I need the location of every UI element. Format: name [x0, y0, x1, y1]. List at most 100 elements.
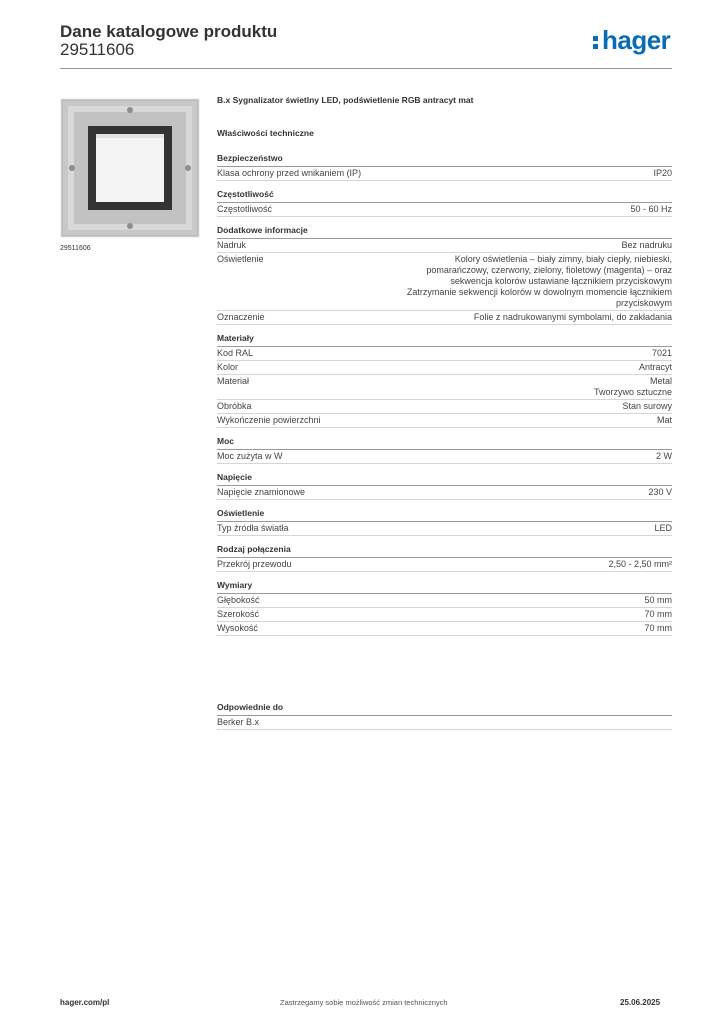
spec-key: Obróbka [217, 401, 252, 411]
spec-key: Oznaczenie [217, 312, 265, 322]
spec-row: Przekrój przewodu 2,50 - 2,50 mm² [217, 558, 672, 572]
spec-key: Szerokość [217, 609, 260, 619]
footer-date: 25.06.2025 [620, 998, 661, 1007]
spec-value: Stan surowy [367, 401, 672, 412]
spec-value-line: 70 mm [644, 623, 672, 633]
spec-row: Szerokość 70 mm [217, 608, 672, 622]
spec-value-line: IP20 [653, 168, 672, 178]
suitable-section: Odpowiednie do Berker B.x [217, 702, 672, 730]
spec-value: IP20 [367, 168, 672, 179]
spec-row: Wysokość 70 mm [217, 622, 672, 636]
logo-dots-icon [593, 34, 600, 50]
spec-key: Napięcie znamionowe [217, 487, 306, 497]
spec-value-line: 50 mm [644, 595, 672, 605]
spec-value: Kolory oświetlenia – biały zimny, biały … [367, 254, 672, 309]
spec-value-line: Tworzywo sztuczne [593, 387, 672, 397]
hager-logo[interactable]: hager [593, 25, 671, 55]
spec-row: Berker B.x [217, 716, 672, 730]
suitable-title: Odpowiednie do [217, 702, 672, 716]
spec-value: 7021 [367, 348, 672, 359]
section-title: Bezpieczeństwo [217, 153, 672, 167]
spec-key: Wykończenie powierzchni [217, 415, 321, 425]
spec-row: Oznaczenie Folie z nadrukowanymi symbolam… [217, 311, 672, 325]
spec-value: 230 V [367, 487, 672, 498]
spec-value: Mat [367, 415, 672, 426]
spec-value: 70 mm [367, 623, 672, 634]
spec-row: Typ źródła światła LED [217, 522, 672, 536]
spec-value: Folie z nadrukowanymi symbolami, do zakł… [367, 312, 672, 323]
logo-text: hager [602, 25, 671, 55]
spec-value-line: 2 W [655, 451, 672, 461]
spec-value-line: Zatrzymanie sekwencji kolorów w dowolnym… [406, 287, 672, 297]
section-title: Rodzaj połączenia [217, 544, 672, 558]
spec-value-line: 2,50 - 2,50 mm² [608, 559, 672, 569]
spec-value-line: Mat [656, 415, 672, 425]
suitable-rows: Berker B.x [217, 716, 672, 730]
spec-row: Moc zużyta w W 2 W [217, 450, 672, 464]
footer-disclaimer: Zastrzegamy sobie możliwość zmian techni… [280, 998, 448, 1007]
spec-value-line: Bez nadruku [621, 240, 672, 250]
spec-row: Obróbka Stan surowy [217, 400, 672, 414]
spec-value: Bez nadruku [367, 240, 672, 251]
spec-row: Głębokość 50 mm [217, 594, 672, 608]
footer-website[interactable]: hager.com/pl [60, 998, 110, 1007]
spec-key: Nadruk [217, 240, 247, 250]
technical-heading: Właściwości techniczne [217, 128, 314, 138]
spec-key: Materiał [217, 376, 250, 386]
spec-value: 70 mm [367, 609, 672, 620]
spec-value-line: Metal [649, 376, 672, 386]
header-divider [60, 68, 672, 69]
product-image [60, 98, 200, 238]
spec-value-line: 230 V [648, 487, 672, 497]
spec-row: Wykończenie powierzchni Mat [217, 414, 672, 428]
spec-row: Napięcie znamionowe 230 V [217, 486, 672, 500]
spec-value-line: LED [654, 523, 672, 533]
spec-key: Głębokość [217, 595, 260, 605]
spec-value: LED [367, 523, 672, 534]
spec-key: Wysokość [217, 623, 258, 633]
spec-value-line: 7021 [651, 348, 672, 358]
image-caption: 29511606 [60, 245, 91, 252]
spec-value-line: przyciskowym [615, 298, 672, 308]
spec-value-line: pomarańczowy, czerwony, zielony, fioleto… [426, 265, 672, 275]
section-title: Moc [217, 436, 672, 450]
header-title: Dane katalogowe produktu [60, 22, 278, 41]
spec-row: Oświetlenie Kolory oświetlenia – biały zi… [217, 253, 672, 311]
light-signal-device-icon [60, 98, 200, 238]
spec-value [367, 717, 672, 728]
spec-value-line: Stan surowy [622, 401, 672, 411]
product-code: 29511606 [60, 40, 135, 59]
spec-key: Oświetlenie [217, 254, 264, 264]
spec-value: 2,50 - 2,50 mm² [367, 559, 672, 570]
spec-key: Kolor [217, 362, 239, 372]
spec-key: Moc zużyta w W [217, 451, 283, 461]
section-title: Wymiary [217, 580, 672, 594]
spec-content: B.x Sygnalizator świetlny LED, podświetl… [217, 95, 672, 644]
section-title: Materiały [217, 333, 672, 347]
section-title: Dodatkowe informacje [217, 225, 672, 239]
spec-key: Typ źródła światła [217, 523, 289, 533]
spec-key: Przekrój przewodu [217, 559, 292, 569]
section-title: Napięcie [217, 472, 672, 486]
spec-value-line: 70 mm [644, 609, 672, 619]
spec-value: 2 W [367, 451, 672, 462]
product-title: B.x Sygnalizator świetlny LED, podświetl… [217, 95, 474, 105]
spec-value-line: sekwencja kolorów ustawiane łącznikiem p… [450, 276, 672, 286]
spec-value: 50 - 60 Hz [367, 204, 672, 215]
spec-key: Częstotliwość [217, 204, 273, 214]
spec-value-line: 50 - 60 Hz [630, 204, 672, 214]
spec-row: Klasa ochrony przed wnikaniem (IP)IP20 [217, 167, 672, 181]
